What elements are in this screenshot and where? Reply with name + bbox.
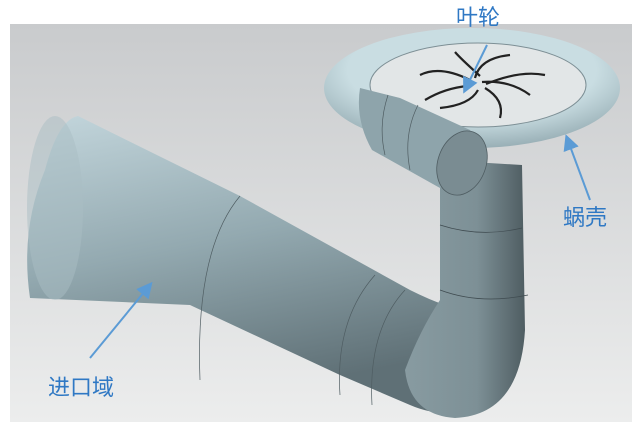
- impeller-arrow: [463, 44, 488, 94]
- seam-line: [439, 224, 523, 233]
- seam-line: [371, 289, 406, 406]
- seam-line: [339, 274, 376, 396]
- outlet-end-face: [436, 130, 488, 196]
- volute-label: 蜗壳: [563, 206, 608, 231]
- seam-line: [381, 94, 389, 156]
- impeller-label: 叶轮: [456, 6, 501, 31]
- inlet-end-face: [27, 116, 83, 300]
- volute-arrow: [563, 134, 591, 201]
- inlet-arrow: [89, 281, 153, 359]
- seam-line: [407, 104, 419, 171]
- seam-line: [439, 289, 529, 300]
- impeller-disc: [369, 42, 587, 128]
- inlet-domain-label: 进口域: [48, 376, 115, 401]
- elbow-pipe: [405, 160, 525, 418]
- inlet-domain-body: [27, 116, 471, 414]
- seam-line: [199, 195, 241, 381]
